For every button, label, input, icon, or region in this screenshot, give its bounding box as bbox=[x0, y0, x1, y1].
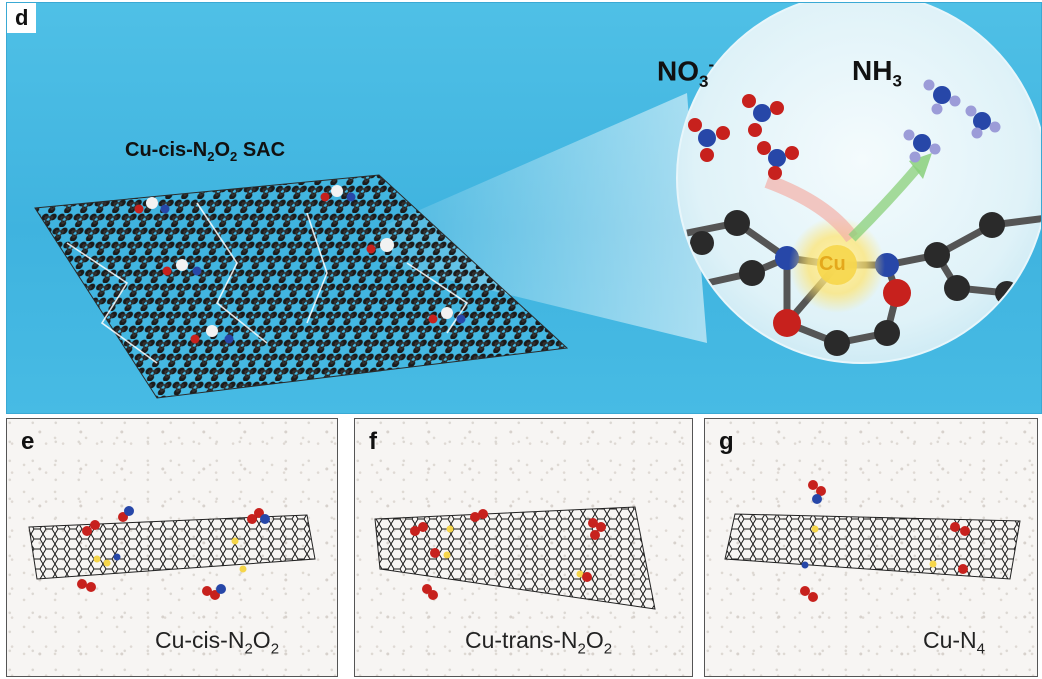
graphene-sheet-illustration bbox=[34, 3, 1041, 399]
structure-e-illustration bbox=[28, 506, 316, 600]
panel-e: e Cu-cis-N2O2 bbox=[6, 418, 338, 677]
panel-label-e: e bbox=[21, 428, 35, 455]
panel-f: f Cu-trans-N2O2 bbox=[354, 418, 693, 677]
product-label: NH3 bbox=[852, 55, 902, 91]
sac-label: Cu-cis-N2O2 SAC bbox=[125, 139, 286, 164]
caption-f: Cu-trans-N2O2 bbox=[465, 627, 613, 658]
structure-f-illustration bbox=[374, 506, 656, 610]
reactant-label: NO3- bbox=[657, 55, 715, 91]
panel-label-d: d bbox=[7, 3, 37, 33]
metal-label: Cu bbox=[819, 253, 846, 275]
panel-d: d bbox=[6, 2, 1042, 414]
panel-label-f: f bbox=[369, 428, 377, 455]
panel-g: g Cu-N4 bbox=[704, 418, 1038, 677]
structure-g-illustration bbox=[724, 480, 1021, 602]
caption-g: Cu-N4 bbox=[923, 627, 986, 658]
caption-e: Cu-cis-N2O2 bbox=[155, 627, 280, 658]
panel-label-g: g bbox=[719, 428, 734, 455]
